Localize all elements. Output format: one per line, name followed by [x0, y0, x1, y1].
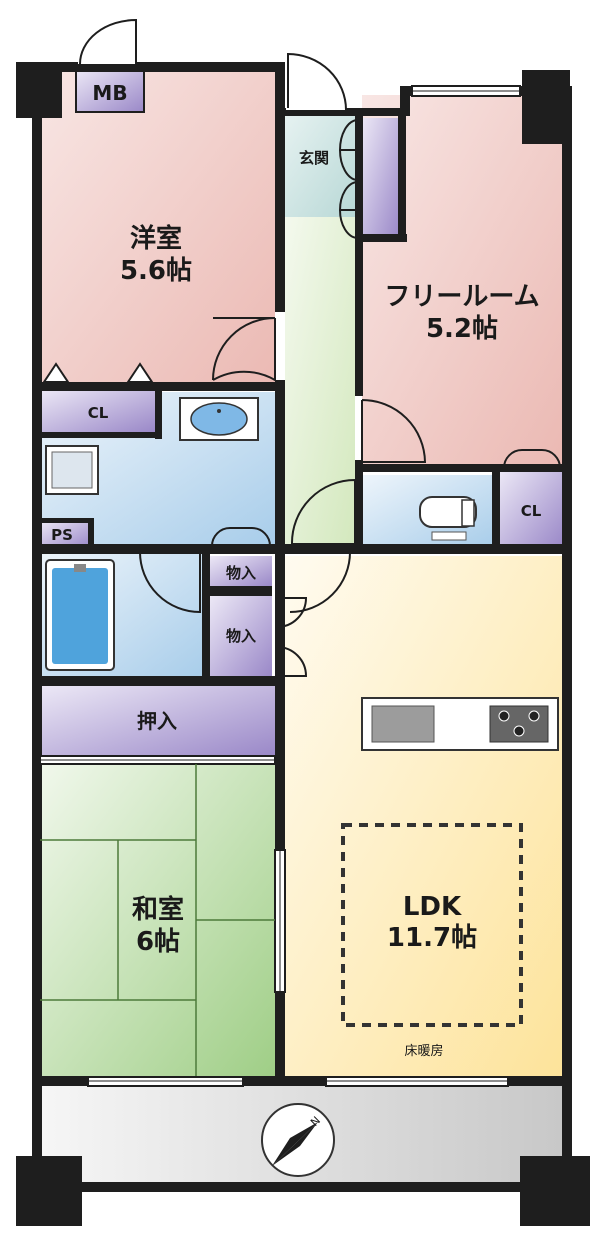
compass-icon: N [261, 1103, 335, 1177]
ps-box [40, 522, 88, 548]
fixtures [40, 397, 559, 1076]
free-room-size: 5.2帖 [426, 314, 498, 344]
floor-heating-label: 床暖房 [404, 1043, 443, 1059]
doors [42, 18, 561, 677]
entrance-closet [362, 118, 398, 240]
ldk-name: LDK [403, 892, 462, 922]
japanese-room-name: 和室 [132, 894, 184, 925]
ps-label: PS [51, 526, 73, 544]
cl-right-box [500, 470, 562, 548]
storage-1-box [210, 556, 272, 586]
mb-label: MB [92, 81, 127, 105]
corridor-fill [285, 215, 355, 550]
storage-2-box [210, 596, 272, 676]
entrance-label: 玄関 [299, 149, 329, 167]
western-room-name: 洋室 [130, 223, 182, 254]
floor-heating-area [341, 823, 523, 1027]
cl-right-label: CL [521, 502, 542, 520]
storage-2-label: 物入 [226, 627, 256, 645]
cl-left-box [40, 390, 155, 432]
western-room-size: 5.6帖 [120, 256, 192, 286]
mb-box [75, 69, 145, 113]
oshiire-box [40, 686, 275, 756]
free-room-name: フリールーム [384, 282, 539, 312]
ldk-size: 11.7帖 [387, 923, 477, 953]
japanese-room-size: 6帖 [136, 927, 180, 957]
windows [39, 85, 521, 1087]
western-room-fill [40, 70, 275, 388]
storage-1-label: 物入 [226, 564, 256, 582]
cl-left-label: CL [88, 404, 109, 422]
oshiire-label: 押入 [137, 709, 177, 733]
ldk-fill [285, 556, 562, 1078]
